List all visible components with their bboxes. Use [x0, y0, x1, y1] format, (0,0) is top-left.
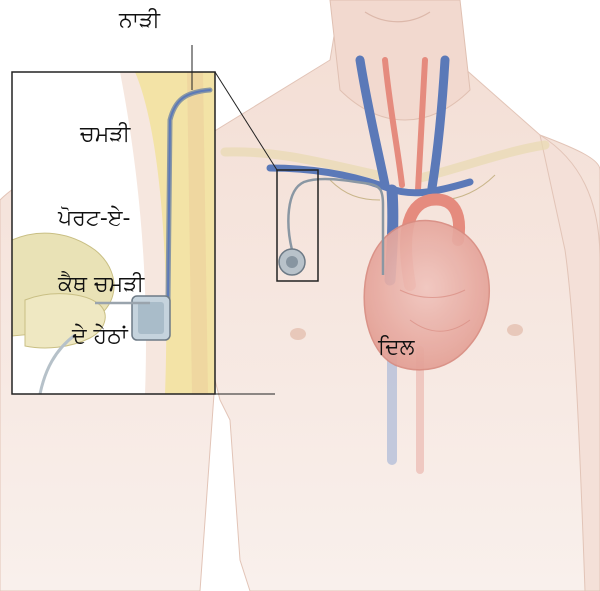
port-septum — [286, 256, 298, 268]
nipple-left — [290, 328, 306, 340]
heart-label: ਦਿਲ — [378, 335, 415, 361]
nipple-right — [507, 324, 523, 336]
vein-label: ਨਾੜੀ — [119, 8, 160, 34]
port-label-line-1: ਪੋਰਟ-ਏ- — [58, 206, 130, 232]
skin-label: ਚਮੜੀ — [80, 122, 130, 148]
port-label-line-3: ਦੇ ਹੇਠਾਂ — [72, 324, 128, 350]
port-label-line-2: ਕੈਥ ਚਮੜੀ — [58, 272, 144, 298]
